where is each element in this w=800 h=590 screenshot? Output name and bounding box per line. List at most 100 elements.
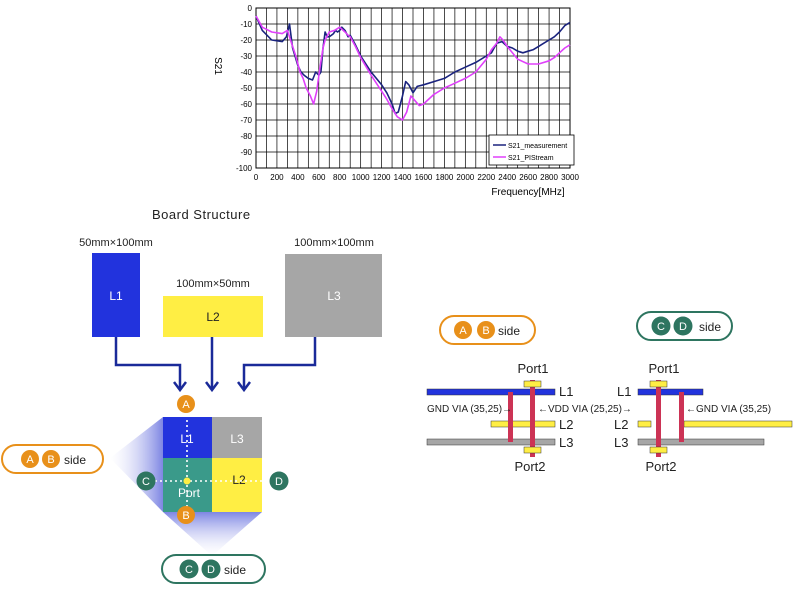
arrow-l3	[242, 337, 317, 388]
cd-gnd-via-label: ←GND VIA (35,25)	[686, 404, 771, 415]
svg-text:A: A	[26, 454, 34, 466]
ab-l1-label: L1	[559, 384, 573, 399]
ab-port1-pad	[523, 380, 542, 388]
y-tick-label: -50	[240, 84, 252, 93]
cd-layer-l1	[637, 388, 704, 396]
marker-b: B	[177, 506, 195, 524]
x-tick-label: 1000	[352, 173, 370, 182]
ab-vdd-via-label: ←VDD VIA (25,25)→	[538, 404, 632, 415]
x-tick-label: 2800	[540, 173, 558, 182]
svg-text:B: B	[482, 325, 489, 337]
x-tick-label: 1200	[373, 173, 391, 182]
y-tick-label: -90	[240, 148, 252, 157]
l2-size-label: 100mm×50mm	[176, 278, 250, 290]
port-dot	[183, 477, 191, 485]
marker-d: D	[269, 471, 289, 491]
x-tick-label: 400	[291, 173, 305, 182]
x-tick-label: 1400	[394, 173, 412, 182]
l3-size-label: 100mm×100mm	[294, 237, 374, 249]
ab-gnd-via	[508, 392, 513, 442]
ab-port2-pad	[523, 446, 542, 454]
svg-text:D: D	[207, 564, 215, 576]
svg-text:A: A	[459, 325, 467, 337]
y-tick-label: -100	[236, 164, 253, 173]
ab-port1-label: Port1	[517, 361, 548, 376]
legend-label-pistream: S21_PIStream	[508, 155, 554, 162]
ab-l2-label: L2	[559, 417, 573, 432]
ab-layer-l3	[426, 438, 556, 446]
cd-layer-l2-right	[683, 420, 793, 428]
series-line-pistream	[255, 15, 571, 121]
cd-gnd-via	[679, 392, 684, 442]
stack-arrows	[114, 337, 317, 393]
ab-layer-l1	[426, 388, 556, 396]
chart-series	[255, 15, 571, 121]
legend-label-measurement: S21_measurement	[508, 143, 567, 150]
composite-port-label: Port	[178, 486, 201, 500]
cd-side-pill: C D side	[161, 554, 266, 584]
y-tick-label: 0	[248, 4, 253, 13]
y-tick-label: -20	[240, 36, 252, 45]
cd-vdd-via	[656, 380, 661, 457]
cd-port2-pad	[649, 446, 668, 454]
layer-l1-label: L1	[109, 289, 123, 303]
marker-a: A	[177, 395, 195, 413]
x-tick-label: 600	[312, 173, 326, 182]
cd-layer-l2-left	[637, 420, 652, 428]
composite-board: L1 L3 Port L2	[150, 405, 278, 514]
svg-text:side: side	[699, 320, 721, 334]
cd-l3-label: L3	[614, 435, 628, 450]
y-axis-label: S21	[212, 57, 223, 75]
composite-l1-label: L1	[180, 432, 194, 446]
cd-port1-label: Port1	[648, 361, 679, 376]
cd-port1-pad	[649, 380, 668, 388]
x-tick-label: 0	[254, 173, 259, 182]
svg-text:C: C	[142, 476, 150, 488]
arrow-l1	[114, 337, 182, 388]
cd-l1-label: L1	[617, 384, 631, 399]
svg-text:side: side	[224, 563, 246, 577]
x-tick-label: 800	[333, 173, 347, 182]
svg-text:side: side	[498, 324, 520, 338]
y-tick-label: -40	[240, 68, 252, 77]
cd-port2-label: Port2	[645, 459, 676, 474]
cross-section-ab: A B side Port1 L1 L2 L3 GND VIA (35,25)→…	[426, 315, 632, 474]
x-tick-label: 1800	[436, 173, 454, 182]
ab-section-pill: A B side	[439, 315, 536, 345]
x-tick-label: 200	[270, 173, 284, 182]
composite-l2-label: L2	[232, 473, 246, 487]
x-axis-label: Frequency[MHz]	[491, 187, 565, 198]
svg-text:C: C	[657, 321, 665, 333]
layer-l3	[285, 254, 382, 337]
composite-l2	[212, 458, 262, 512]
y-tick-label: -70	[240, 116, 252, 125]
x-tick-label: 2400	[498, 173, 516, 182]
x-tick-label: 1600	[415, 173, 433, 182]
y-tick-label: -60	[240, 100, 252, 109]
y-tick-label: -10	[240, 20, 252, 29]
y-tick-label: -30	[240, 52, 252, 61]
chart-legend: S21_measurement S21_PIStream	[488, 134, 575, 166]
svg-text:side: side	[64, 453, 86, 467]
y-tick-labels: 0-10-20-30-40-50-60-70-80-90-100	[236, 4, 253, 173]
svg-text:C: C	[185, 564, 193, 576]
series-line-measurement	[255, 15, 571, 115]
cd-section-pill: C D side	[636, 311, 733, 341]
layer-l2-label: L2	[206, 310, 220, 324]
svg-text:D: D	[679, 321, 687, 333]
layer-l2	[163, 296, 263, 337]
layer-l1	[92, 253, 140, 337]
board-structure-title: Board Structure	[152, 207, 251, 222]
svg-text:D: D	[275, 476, 283, 488]
layer-l3-label: L3	[327, 289, 341, 303]
svg-text:B: B	[182, 510, 189, 522]
x-tick-label: 3000	[561, 173, 579, 182]
marker-c: C	[136, 471, 156, 491]
ab-gnd-via-label: GND VIA (35,25)→	[427, 404, 512, 415]
cross-section-cd: C D side Port1 L1 L2 L3 ←GND VIA (35,25)…	[614, 311, 793, 474]
cd-l2-label: L2	[614, 417, 628, 432]
ab-port2-label: Port2	[514, 459, 545, 474]
x-tick-label: 2000	[456, 173, 474, 182]
